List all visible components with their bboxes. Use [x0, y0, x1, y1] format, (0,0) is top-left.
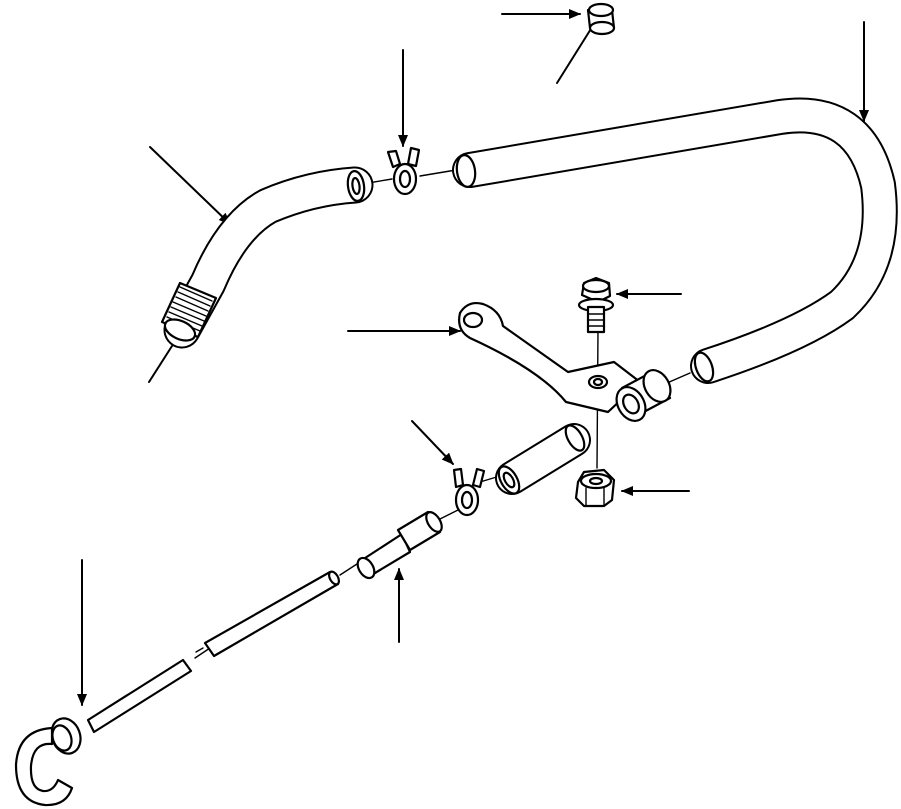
bracket [458, 301, 672, 422]
hose-lower [495, 423, 591, 495]
tube-loop [452, 97, 898, 384]
hose-clamp-upper [386, 146, 421, 196]
nut [574, 468, 616, 508]
arrow-hose-upper [149, 146, 231, 225]
dipstick-handle [14, 717, 82, 807]
arrow-clamp-lower [411, 420, 454, 465]
leader-arrows [77, 9, 869, 706]
connector-sleeve [356, 510, 443, 580]
thread-section [160, 281, 218, 342]
bolt [577, 276, 615, 334]
hose-clamp-lower [452, 467, 486, 517]
leader-tube-end [148, 345, 173, 383]
leader-cap [556, 23, 595, 84]
cap [586, 2, 616, 36]
center-lines [194, 169, 691, 659]
dipstick-tube-upper [160, 166, 374, 349]
dipstick-rod [86, 570, 341, 734]
